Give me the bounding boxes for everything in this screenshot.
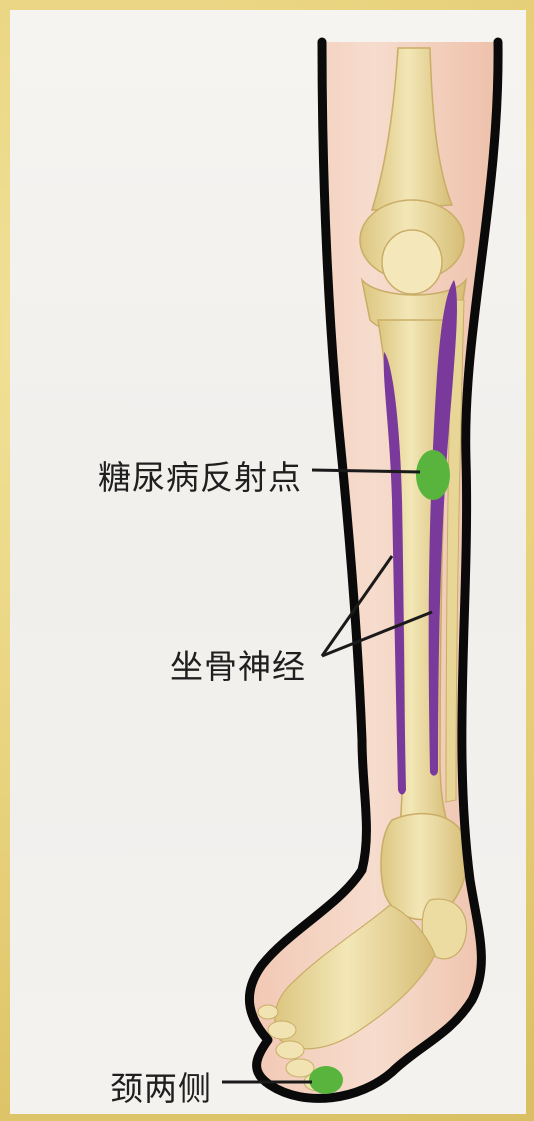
neck-sides-dot xyxy=(309,1066,343,1094)
patella xyxy=(382,230,442,294)
reflex-point-leader xyxy=(312,470,420,472)
reflex-point-label: 糖尿病反射点 xyxy=(98,451,302,499)
sciatic-nerve-label: 坐骨神经 xyxy=(170,640,306,688)
neck-sides-label: 颈两侧 xyxy=(110,1062,212,1110)
reflex-point-dot xyxy=(416,450,450,500)
